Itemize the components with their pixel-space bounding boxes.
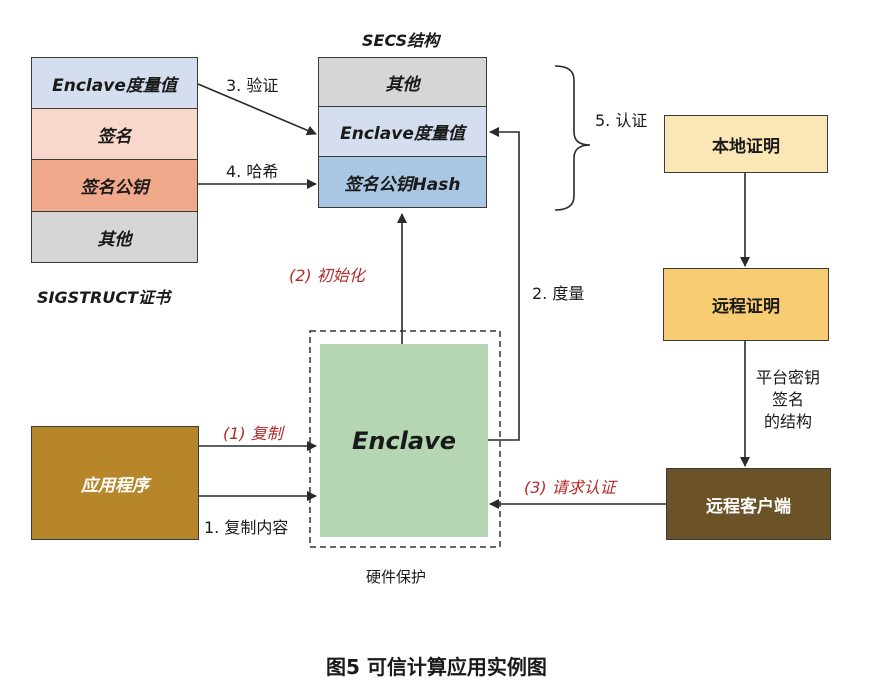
arrow-measure [488,127,520,441]
label-auth: 5. 认证 [595,111,648,130]
label-request-auth: (3) 请求认证 [524,478,616,497]
hardware-protection-label: 硬件保护 [366,568,427,586]
label-platform-key-line1: 平台密钥 [756,368,821,387]
sigstruct-row-signature: 签名 [31,109,198,160]
sigstruct-row-measurement: Enclave度量值 [31,57,198,109]
figure-caption: 图5 可信计算应用实例图 [326,655,547,679]
label-platform-key-line2: 签名 [772,390,805,409]
sigstruct-stack: Enclave度量值 签名 签名公钥 其他 [31,57,198,263]
label-init: (2) 初始化 [289,266,365,285]
remote-attestation-box: 远程证明 [663,268,829,341]
application-box: 应用程序 [31,426,199,540]
enclave-box: Enclave [320,344,488,537]
label-verify: 3. 验证 [226,76,279,95]
sigstruct-row-public-key: 签名公钥 [31,160,198,212]
sigstruct-row-other: 其他 [31,212,198,263]
label-measure: 2. 度量 [532,284,585,303]
hardware-protection-frame [309,330,501,548]
label-copy: (1) 复制 [223,424,283,443]
secs-stack: 其他 Enclave度量值 签名公钥Hash [318,57,487,208]
secs-title: SECS结构 [362,31,440,50]
label-copy-content: 1. 复制内容 [204,518,289,537]
sigstruct-title: SIGSTRUCT证书 [37,288,171,307]
auth-brace [554,65,591,211]
label-hash: 4. 哈希 [226,162,279,181]
secs-row-public-key-hash: 签名公钥Hash [318,157,487,208]
remote-client-box: 远程客户端 [666,468,831,540]
secs-row-other: 其他 [318,57,487,107]
label-platform-key-line3: 的结构 [764,412,813,431]
label-platform-key-structure: 平台密钥 签名 的结构 [756,367,820,433]
arrow-verify [197,83,317,136]
secs-row-measurement: Enclave度量值 [318,107,487,157]
local-attestation-box: 本地证明 [664,115,828,173]
